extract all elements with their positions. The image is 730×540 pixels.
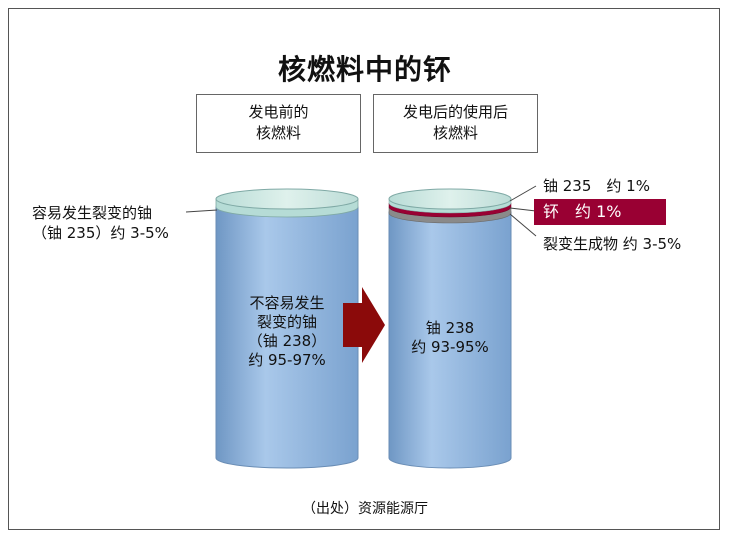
- left-cylinder: [215, 188, 359, 469]
- left-u238-line2: 裂变的铀: [256, 313, 317, 331]
- right-cylinder-top: [388, 188, 512, 210]
- left-u238-line3: （铀 238）: [247, 332, 327, 350]
- left-u235-leader: [185, 209, 218, 213]
- figure-frame: [8, 8, 720, 530]
- right-u238-line1: 铀 238: [425, 319, 475, 337]
- right-cylinder-body: [388, 211, 512, 469]
- transition-arrow: [343, 287, 385, 363]
- left-u238-label: 不容易发生 裂变的铀 （铀 238） 约 95-97%: [216, 294, 358, 370]
- left-u238-line4: 约 95-97%: [248, 351, 326, 369]
- page-title: 核燃料中的钚: [277, 53, 452, 86]
- right-u235-leader: [509, 185, 537, 202]
- left-cylinder-top: [215, 188, 359, 210]
- plutonium-label: 钚 约 1%: [534, 199, 666, 225]
- right-u235-label: 铀 235 约 1%: [543, 177, 650, 195]
- fission-products-label: 裂变生成物 约 3-5%: [543, 235, 682, 253]
- before-fuel-line2: 核燃料: [255, 124, 301, 142]
- before-fuel-line1: 发电前的: [248, 103, 309, 121]
- right-cylinder: [388, 188, 512, 469]
- before-fuel-box: 发电前的 核燃料: [196, 94, 361, 153]
- right-u238-label: 铀 238 约 93-95%: [389, 319, 511, 357]
- left-cylinder-body: [215, 206, 359, 469]
- left-u235-label: 容易发生裂变的铀 （铀 235）约 3-5%: [32, 203, 169, 243]
- after-fuel-line1: 发电后的使用后: [402, 103, 508, 121]
- right-pu-leader: [509, 207, 537, 212]
- source-note: （出处）资源能源厅: [302, 501, 428, 517]
- right-fission-leader: [509, 213, 537, 237]
- left-u235-label-line2: （铀 235）约 3-5%: [32, 224, 169, 242]
- left-u235-label-line1: 容易发生裂变的铀: [32, 204, 153, 222]
- left-u238-line1: 不容易发生: [249, 294, 325, 312]
- after-fuel-line2: 核燃料: [432, 124, 478, 142]
- after-fuel-box: 发电后的使用后 核燃料: [373, 94, 538, 153]
- right-u238-line2: 约 93-95%: [411, 338, 489, 356]
